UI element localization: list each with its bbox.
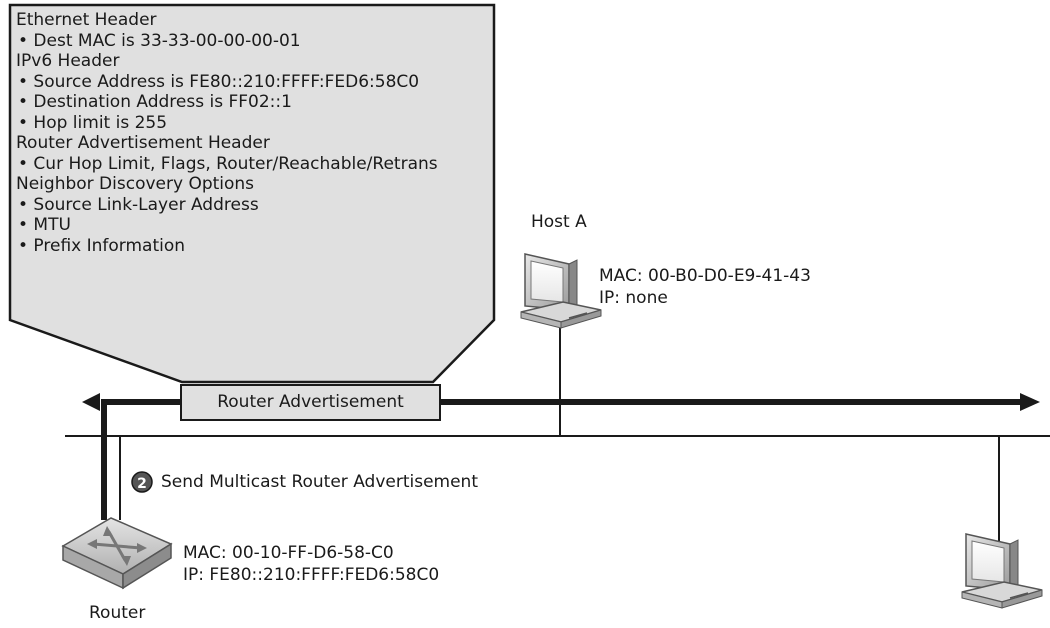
step-number: 2 xyxy=(137,476,147,492)
callout-text: Ethernet Header• Dest MAC is 33-33-00-00… xyxy=(16,10,488,315)
callout-bullet-item: • Source Address is FE80::210:FFFF:FED6:… xyxy=(18,71,420,92)
callout-bullet-item: • Cur Hop Limit, Flags, Router/Reachable… xyxy=(18,153,438,174)
callout-section-heading: Router Advertisement Header xyxy=(16,133,270,153)
callout-bullet-item: • Prefix Information xyxy=(18,235,186,256)
callout-bullet-item: • Hop limit is 255 xyxy=(18,112,168,133)
computer-icon xyxy=(520,253,602,329)
router-ip: IP: FE80::210:FFFF:FED6:58C0 xyxy=(183,565,440,585)
packet-label: Router Advertisement xyxy=(217,392,404,412)
router-name: Router xyxy=(89,603,146,623)
step-label: Send Multicast Router Advertisement xyxy=(161,472,478,492)
arrowhead-icon xyxy=(82,393,100,411)
packet-box xyxy=(180,384,441,421)
callout-bullet-item: • Dest MAC is 33-33-00-00-00-01 xyxy=(18,30,301,51)
callout-section-heading: Neighbor Discovery Options xyxy=(16,174,255,194)
callout-bullet-item: • Destination Address is FF02::1 xyxy=(18,92,292,112)
broadcast-arrow xyxy=(82,393,1040,520)
callout-balloon xyxy=(8,3,496,384)
router-mac: MAC: 00-10-FF-D6-58-C0 xyxy=(183,543,394,563)
host-a-name: Host A xyxy=(531,212,587,232)
callout-bullet-item: • Source Link-Layer Address xyxy=(18,194,259,215)
host-a-mac: MAC: 00-B0-D0-E9-41-43 xyxy=(599,266,811,286)
callout-bullet-item: • MTU xyxy=(18,215,71,235)
router-icon xyxy=(61,517,173,590)
computer-icon xyxy=(961,533,1043,609)
arrowhead-icon xyxy=(1020,393,1040,411)
callout-section-heading: IPv6 Header xyxy=(16,51,120,71)
host-a-ip: IP: none xyxy=(599,288,668,308)
step-number-badge xyxy=(131,471,153,493)
callout-section-heading: Ethernet Header xyxy=(16,10,157,30)
